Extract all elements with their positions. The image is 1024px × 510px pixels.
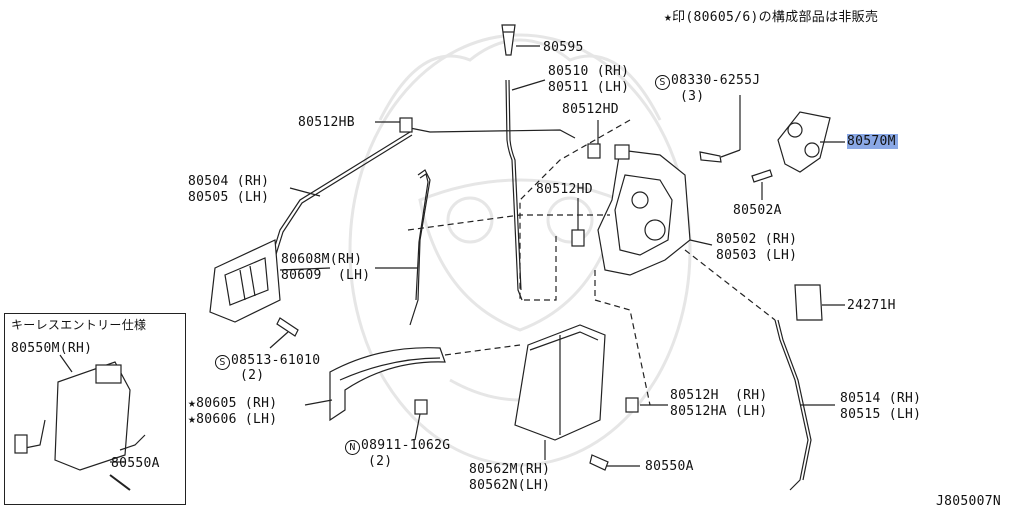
clip-80512HD-upper [587,120,601,159]
label-80512HD-lower: 80512HD [536,182,593,197]
label-80510: 80510 (RH) [548,64,630,79]
keyless-entry-inset: キーレスエントリー仕様 80550M(RH) 80550A [4,313,186,505]
label-80605: ★80605 (RH) [188,396,278,411]
header-note: ★印(80605/6)の構成部品は非販売 [664,10,879,25]
label-80570M: 80570M [847,134,898,149]
label-80512HD-upper: 80512HD [562,102,619,117]
label-80550A-inset: 80550A [111,456,160,471]
label-80505: 80505 (LH) [188,190,270,205]
label-80502A: 80502A [733,203,782,218]
nut-symbol: N [345,440,360,455]
label-80514: 80514 (RH) [840,391,922,406]
label-80515: 80515 (LH) [840,407,922,422]
inset-title: キーレスエントリー仕様 [11,318,147,332]
label-80562M: 80562M(RH) [469,462,551,477]
label-08911-qty: (2) [368,454,393,469]
label-80608M: 80608M(RH) [281,252,363,267]
striker-80570M [777,111,845,173]
lock-knob [501,24,540,56]
label-80550A-main: 80550A [645,459,694,474]
clip-80512HB [375,117,413,133]
bolt-80550A [589,454,640,471]
label-80606: ★80606 (LH) [188,412,278,427]
rod-80510 [505,79,546,301]
label-80609: 80609 (LH) [281,268,371,283]
label-80595: 80595 [543,40,584,55]
label-80512HA: 80512HA (LH) [670,404,768,419]
screw-symbol: S [215,355,230,370]
label-80511: 80511 (LH) [548,80,630,95]
label-80512HB: 80512HB [298,115,355,130]
diagram-code: J805007N [936,494,1002,509]
inside-handle [209,239,331,323]
screw-08513 [269,317,299,349]
nut-08911 [414,399,428,441]
door-lock-assembly [597,144,713,276]
label-80550M: 80550M(RH) [11,341,93,356]
label-80502: 80502 (RH) [716,232,798,247]
label-80512H: 80512H (RH) [670,388,768,403]
clip-80512H [625,397,668,413]
label-80562N: 80562N(LH) [469,478,551,493]
rod-80514 [774,319,835,491]
screw-80502A [751,169,773,200]
rod-80504 [269,127,576,265]
label-24271H [794,284,845,321]
actuator-80562M [514,324,606,460]
keyless-unit [14,354,146,491]
label-80504: 80504 (RH) [188,174,270,189]
label-80503: 80503 (LH) [716,248,798,263]
dashed-guide-lines [407,119,776,406]
rod-80608M [375,169,431,326]
label-08513-qty: (2) [240,368,265,383]
label-08330-qty: (3) [680,89,705,104]
clip-80512HD-lower [571,198,585,247]
screw-symbol: S [655,75,670,90]
screw-08330 [699,95,741,163]
label-24271H: 24271H [847,298,896,313]
outside-handle [304,347,446,422]
